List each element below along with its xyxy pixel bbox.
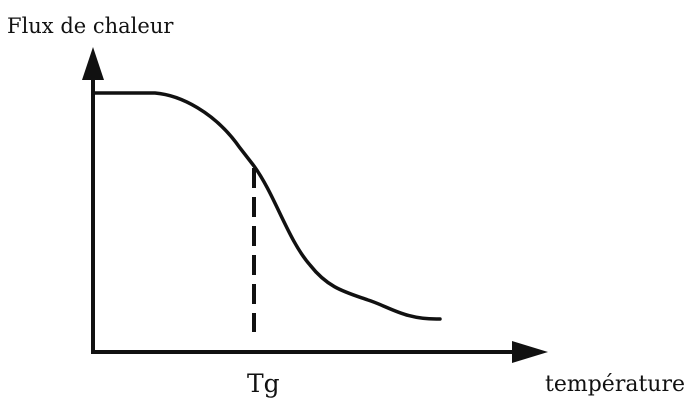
tg-label: Tg [247, 369, 280, 398]
x-axis-arrowhead [512, 341, 548, 363]
heat-flow-curve [92, 91, 442, 321]
x-axis-label: température [545, 372, 685, 397]
y-axis-arrowhead [82, 47, 104, 80]
y-axis-label: Flux de chaleur [7, 14, 174, 38]
